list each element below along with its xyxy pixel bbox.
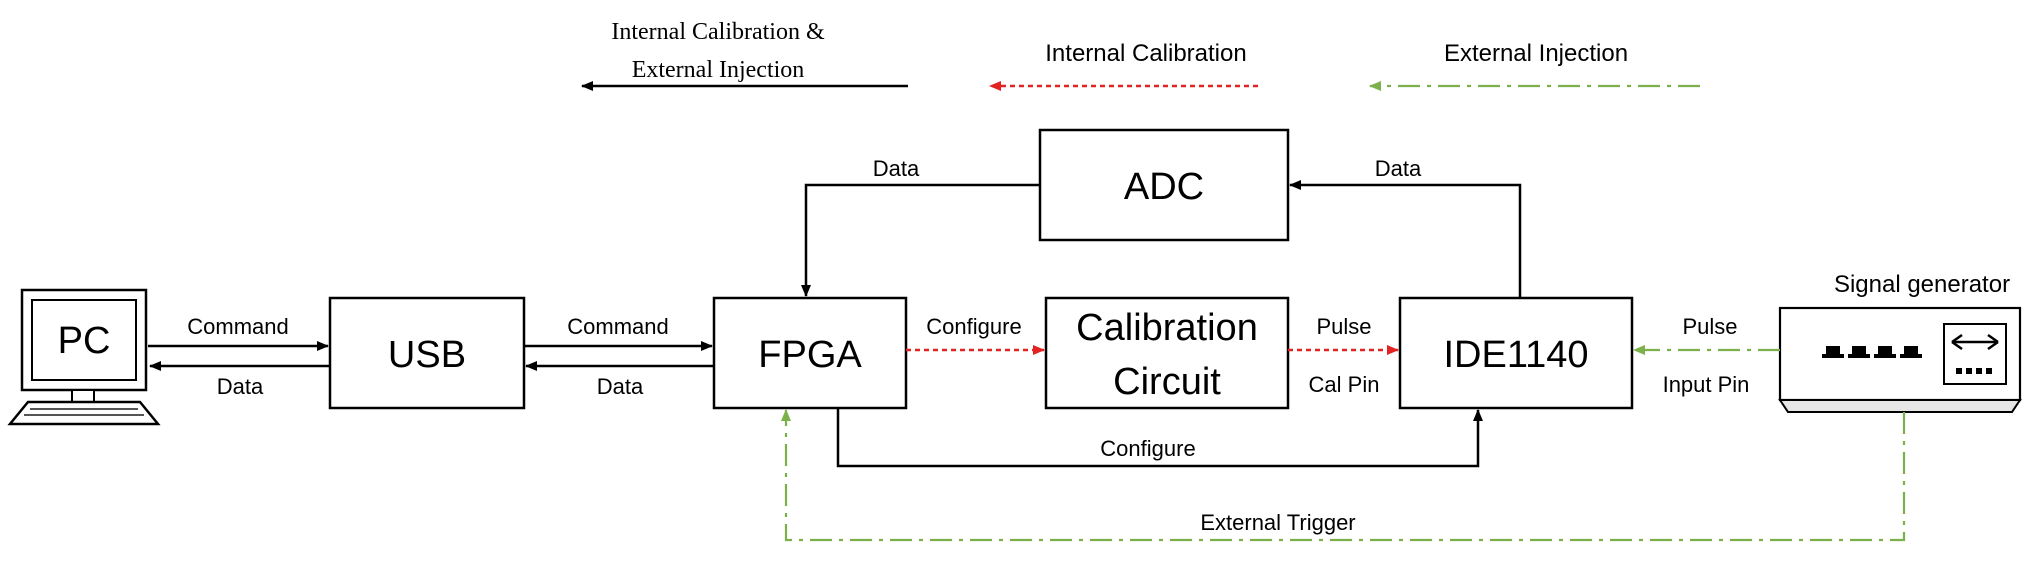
pc-usb-data-label: Data (217, 374, 264, 399)
pc-stand (71, 389, 95, 403)
fpga-label: FPGA (758, 334, 862, 376)
ide1140-label: IDE1140 (1443, 334, 1588, 376)
double-arrow-icon (1951, 333, 1999, 351)
pc-screen (31, 299, 137, 381)
pc-computer-icon: PC (7, 288, 161, 426)
ide1140-block (1398, 296, 1634, 410)
legend-black-label-line1: Internal Calibration & (611, 19, 825, 45)
signal-generator-buttons-icon (1822, 346, 1922, 358)
adc-to-fpga-data-arrow (801, 183, 1040, 297)
calibration-circuit-label-line2: Circuit (1113, 361, 1221, 403)
pc-usb-command-label: Command (187, 314, 288, 339)
cal-ide-calpin-label: Cal Pin (1309, 372, 1380, 397)
fpga-ide-configure-label: Configure (1100, 436, 1195, 461)
adc-fpga-data-label: Data (873, 156, 920, 181)
legend-green-label: External Injection (1444, 40, 1628, 67)
cal-ide-pulse-label: Pulse (1316, 314, 1371, 339)
external-trigger-label: External Trigger (1200, 510, 1355, 535)
siggen-ide-pulse-label: Pulse (1682, 314, 1737, 339)
ide-adc-data-label: Data (1375, 156, 1422, 181)
adc-label: ADC (1124, 166, 1204, 208)
legend-red-label: Internal Calibration (1045, 40, 1246, 67)
fpga-cal-configure-label: Configure (926, 314, 1021, 339)
fpga-to-ide1140-configure-arrow (836, 408, 1483, 468)
calibration-circuit-label-line1: Calibration (1076, 307, 1258, 349)
pc-label: PC (58, 320, 111, 362)
usb-fpga-command-label: Command (567, 314, 668, 339)
calibration-circuit-block (1044, 296, 1290, 410)
signal-generator-display (1943, 323, 2007, 385)
signal-generator-label: Signal generator (1834, 271, 2010, 298)
siggen-ide-inputpin-label: Input Pin (1663, 372, 1750, 397)
legend: Internal Calibration & External Injectio… (581, 19, 1700, 91)
ide1140-to-adc-data-arrow (1289, 180, 1522, 298)
usb-block (328, 296, 526, 410)
legend-black-label-line2: External Injection (632, 57, 805, 83)
external-trigger-arrow (781, 409, 1906, 542)
signal-generator-base (1778, 399, 2022, 413)
signal-generator-icon: Signal generator (1778, 271, 2022, 413)
usb-label: USB (388, 334, 466, 376)
adc-block (1038, 128, 1290, 242)
pc-keyboard-icon (7, 400, 161, 426)
fpga-block (712, 296, 908, 410)
usb-fpga-data-label: Data (597, 374, 644, 399)
